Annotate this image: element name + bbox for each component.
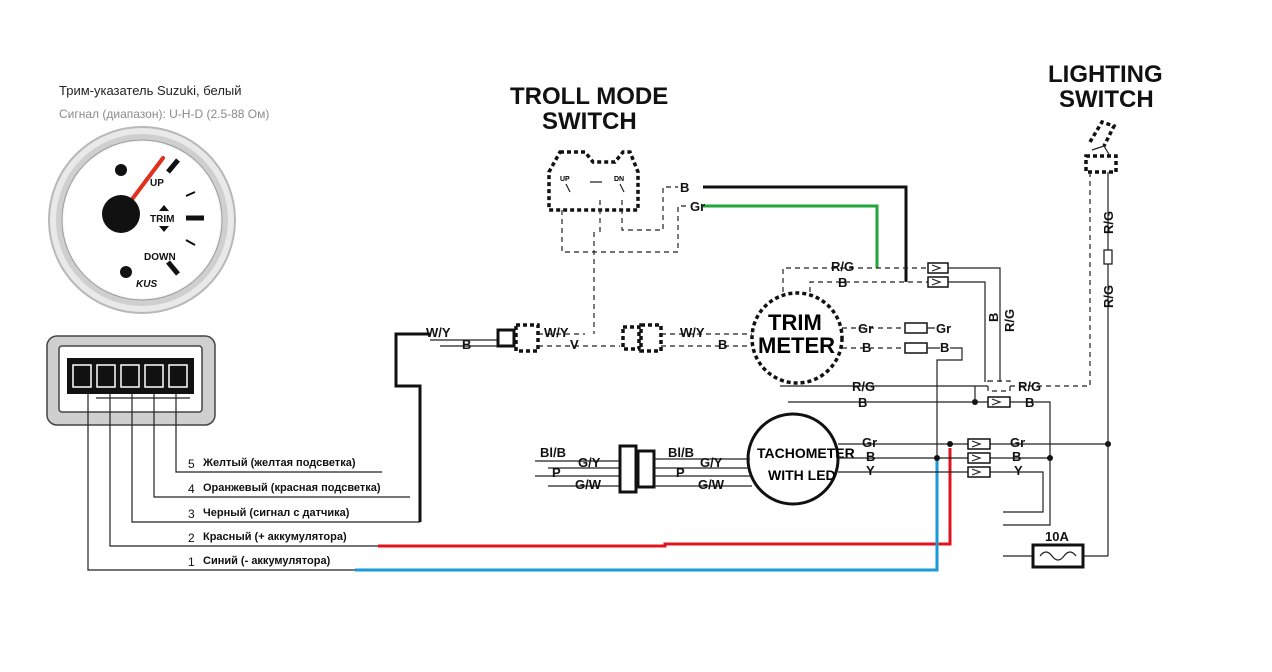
wire-label-rg-right: R/G [1018,379,1041,394]
wire-label-gy-right: G/Y [700,455,723,470]
wire-label-right-rg: R/G [1002,309,1017,332]
pin-1-number: 1 [188,555,195,569]
tachometer-label-1: TACHOMETER [757,445,855,461]
gauge-up-label: UP [150,178,164,189]
wire-label-ls-rg2: R/G [1101,285,1116,308]
wire-label-tm-gr2: Gr [936,321,951,336]
trim-gauge: UP TRIM DOWN KUS [48,126,236,314]
trim-meter-label-1: TRIM [768,310,822,335]
wire-label-out-gr: Gr [1010,435,1025,450]
product-subtitle: Сигнал (диапазон): U-H-D (2.5-88 Ом) [59,107,270,121]
wire-label-pre-wy: W/Y [680,325,705,340]
pin-labels: 5 Желтый (желтая подсветка) 4 Оранжевый … [188,457,381,569]
gauge-hub [102,195,140,233]
wire-label-out-b: B [1012,449,1021,464]
pin-5-number: 5 [188,457,195,471]
wire-label-tach-gr: Gr [862,435,877,450]
tach-connector-a [618,444,638,494]
gauge-connector [46,335,216,426]
wire-label-b-right: B [1025,395,1034,410]
wire-label-p-right: P [676,465,685,480]
trim-meter-label-2: METER [758,333,835,358]
troll-dn-label: DN [614,176,624,183]
pin-1-label: Синий (- аккумулятора) [203,555,331,567]
wire-label-b-mid: B [858,395,867,410]
wire-label-pre-b: B [718,337,727,352]
gauge-down-label: DOWN [144,252,176,263]
troll-switch-title-2: SWITCH [542,108,637,135]
gauge-tick [166,158,180,174]
wire-label-tm-b2: B [940,340,949,355]
troll-switch-wiring [561,186,690,334]
wire-label-out-y: Y [1014,463,1023,478]
wire-label-right-b: B [986,313,1001,322]
wire-label-left-b: B [462,337,471,352]
pin-3-label: Черный (сигнал с датчика) [203,507,350,519]
red-battery-wire [378,448,952,548]
wire-label-ls-rg1: R/G [1101,211,1116,234]
wire-label-gw-right: G/W [698,477,725,492]
trim-meter [750,291,844,385]
wire-label-blb-left: Bl/B [540,445,566,460]
pin-3-number: 3 [188,507,195,521]
wire-label-tach-y: Y [866,463,875,478]
wire-label-troll-b: B [680,180,689,195]
connector-a [496,328,516,348]
gauge-brand-logo: KUS [136,279,157,290]
green-troll-wire [703,204,879,268]
lighting-switch-title-2: SWITCH [1059,86,1154,113]
wire-label-mid-wy: W/Y [544,325,569,340]
pin-2-label: Красный (+ аккумулятора) [203,531,347,543]
pin-5-label: Желтый (желтая подсветка) [202,457,356,469]
wire-label-gy-left: G/Y [578,455,601,470]
product-title: Трим-указатель Suzuki, белый [59,83,242,98]
wire-label-tm-b: B [862,340,871,355]
wire-label-gw-left: G/W [575,477,602,492]
wire-label-top-rg: R/G [831,259,854,274]
wire-label-tm-gr: Gr [858,321,873,336]
wire-label-blb-right: Bl/B [668,445,694,460]
tach-connector-b [636,449,656,489]
tachometer-label-2: WITH LED [768,467,836,483]
pin-leaders [87,393,420,571]
pin-2-number: 2 [188,531,195,545]
pin-4-number: 4 [188,482,195,496]
fuse-rating: 10A [1045,529,1069,544]
lighting-switch [1084,119,1118,174]
wire-label-mid-v: V [570,337,579,352]
wire-label-p-left: P [552,465,561,480]
troll-mode-switch: UP DN [547,150,640,212]
lighting-switch-title-1: LIGHTING [1048,61,1163,88]
wire-label-troll-gr: Gr [690,199,705,214]
troll-switch-title-1: TROLL MODE [510,83,668,110]
wire-label-rg-mid: R/G [852,379,875,394]
troll-up-label: UP [560,176,570,183]
blue-ground-wire [355,458,939,572]
wire-label-tach-b: B [866,449,875,464]
pin-4-label: Оранжевый (красная подсветка) [203,482,381,494]
gauge-trim-label: TRIM [150,214,174,225]
wire-label-top-b: B [838,275,847,290]
connector-b [621,325,641,351]
black-signal-wire [394,332,430,522]
wire-label-left-wy: W/Y [426,325,451,340]
black-troll-wire [703,185,908,282]
